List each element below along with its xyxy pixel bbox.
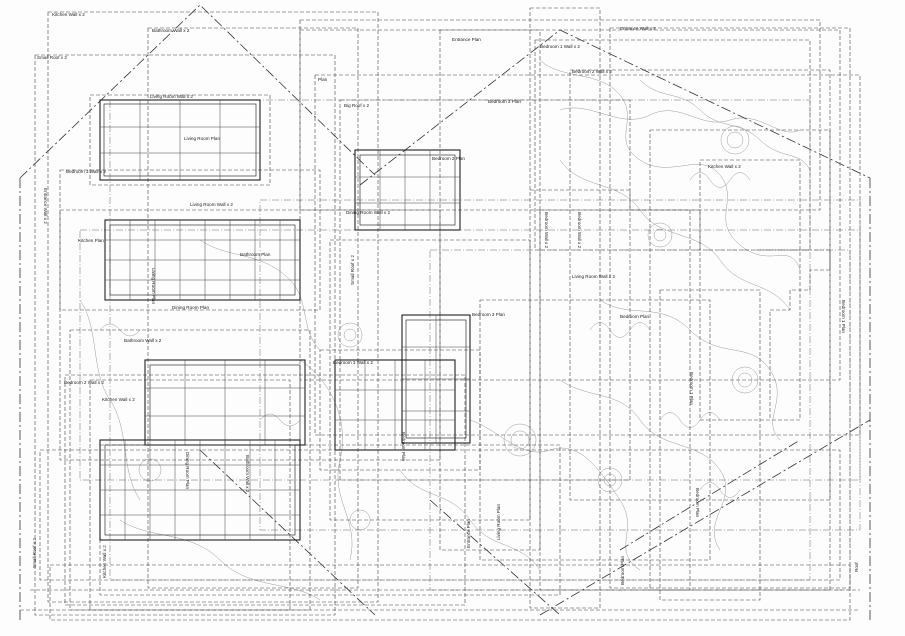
label-bedroom1-plan: Bedroom 1 Plan: [841, 300, 846, 333]
label-bathroom-wall-left: Bathroom Wall x 2: [124, 338, 162, 343]
label-small-roof-left: Small Roof x 2: [32, 538, 37, 568]
label-roof: Roof: [854, 562, 859, 572]
label-living-room-wall: Living Room Wall x 2: [150, 94, 193, 99]
label-kitchen-wall: Kitchen Wall x 2: [52, 12, 85, 17]
label-dining-room-plan: Dining Room Plan: [172, 305, 209, 310]
label-living-room-plan: Living Room Plan: [184, 136, 220, 141]
label-bedroom-plan-lower: Bedroom Plan: [695, 488, 700, 518]
label-living-room-wall-b: Living Room Wall x 2: [190, 202, 233, 207]
label-dining-room-wall: Dining Room Wall x 2: [346, 210, 390, 215]
label-bedroom1-plan-right: Bedroom 1 Plan: [689, 372, 694, 405]
label-bedroom-wall-v1: Bedroom Wall x 2: [544, 212, 549, 249]
vertical-labels: Entrance Wall x 2 Bedroom 1 Plan Small R…: [32, 188, 859, 585]
label-dining-room-plan-v: Dining Room Plan: [185, 452, 190, 489]
window-grids: [100, 100, 470, 540]
label-bathroom-plan: Bathroom Plan: [240, 252, 271, 257]
label-bedroom-plan-v: Bedroom Plan: [401, 432, 406, 462]
label-bedroom2-wall-left: Bedroom 2 Wall x 2: [64, 380, 104, 385]
label-kitchen-wall-left: Kitchen Wall x 2: [102, 397, 135, 402]
label-living-room-wall-c: Living Room Wall x 2: [572, 274, 615, 279]
label-kitchen-wall-lower: Kitchen Wall x 2: [102, 545, 107, 578]
label-bathroom-wall-v: Bathroom Wall x 2: [245, 455, 250, 493]
floral-ornament: [79, 59, 811, 601]
label-bedroom3-wall: Bedroom 3 Wall x 2: [66, 169, 106, 174]
label-small-roof: Small Roof x 2: [37, 55, 67, 60]
wall-outlines: [20, 7, 861, 621]
label-bathroom-wall: Bathroom Wall x 2: [152, 28, 190, 33]
label-kitchen-plan: Kitchen Plan: [78, 238, 104, 243]
label-bedroom1-wall: Bedroom 1 Wall x 2: [540, 44, 580, 49]
label-living-room-plan-b: Living Room Plan: [151, 268, 156, 304]
label-entrance-wall: Entrance Wall x 2: [620, 26, 656, 31]
label-bedroom3-plan: Bedroom 3 Plan: [488, 99, 521, 104]
roof-outlines: [19, 4, 871, 620]
label-entrance-plan: Entrance Plan: [452, 37, 481, 42]
label-big-roof: Big Roof x 2: [344, 103, 369, 108]
label-entrance-wall-right: Entrance Wall x 2: [43, 188, 48, 224]
label-living-room-plan-v: Living Room Plan: [496, 504, 501, 540]
label-entrance-plan-v: Entrance Plan: [466, 519, 471, 548]
label-bedroom3-plan-mid: Bedroom 3 Plan: [472, 312, 505, 317]
label-bedroom-plan-bottom: Bedroom Plan: [620, 555, 625, 585]
label-small-roof-edge: Small Roof x 2: [350, 255, 355, 285]
label-bedroom-plan-right: Bedroom Plan: [620, 314, 650, 319]
label-kitchen-wall-right: Kitchen Wall x 2: [708, 164, 741, 169]
room-labels: Kitchen Wall x 2 Bathroom Wall x 2 Small…: [37, 12, 741, 402]
label-bedroom-wall-v2: Bedroom Wall x 2: [577, 212, 582, 249]
label-bedroom2-wall: Bedroom 2 Wall x 2: [572, 69, 612, 74]
label-plan: Plan: [318, 77, 328, 82]
label-bedroom2-plan: Bedroom 2 Plan: [432, 156, 465, 161]
label-bedroom3-wall-center: Bedroom 3 Wall x 2: [333, 360, 373, 365]
window-frames: [99, 99, 471, 541]
